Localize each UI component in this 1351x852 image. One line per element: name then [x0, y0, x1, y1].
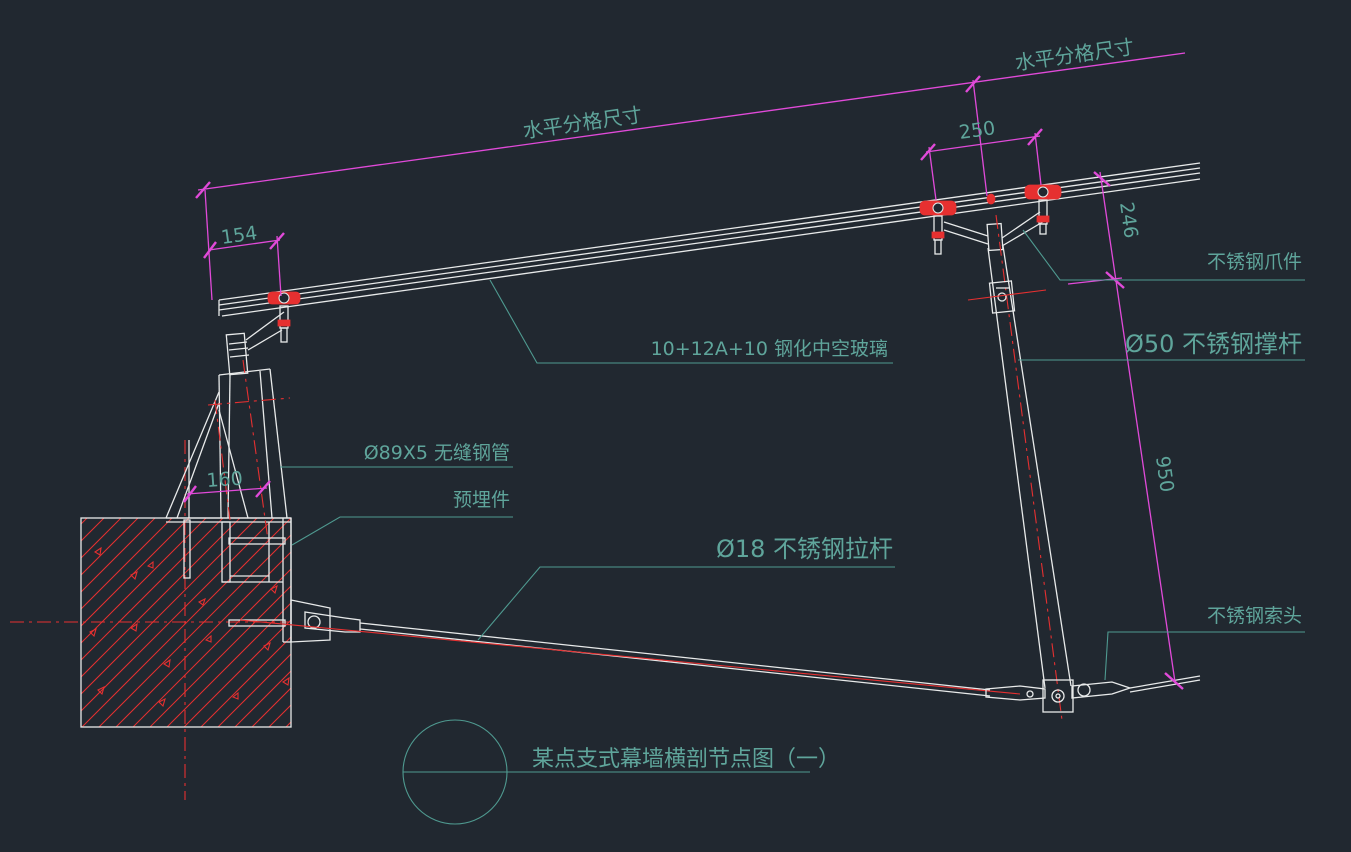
hatch-line — [81, 518, 291, 727]
hatch-line — [217, 653, 291, 727]
label-pipe: Ø89X5 无缝钢管 — [364, 442, 510, 464]
tie-rod — [239, 599, 1046, 701]
drawing-title: 某点支式幕墙横剖节点图（一） — [532, 747, 840, 772]
hatch-line — [81, 518, 173, 610]
hatch-line — [81, 518, 122, 559]
dimension-lines — [183, 52, 1186, 690]
dim-160: 160 — [206, 468, 244, 492]
left-bracket — [165, 311, 292, 643]
hatch-line — [81, 518, 241, 678]
hatch-line — [200, 636, 291, 727]
dim-950: 950 — [1151, 455, 1178, 494]
dim-250: 250 — [958, 117, 997, 144]
label-embed: 预埋件 — [453, 489, 510, 511]
label-cable-head: 不锈钢索头 — [1207, 605, 1302, 627]
hatch-line — [337, 518, 546, 727]
dim-154: 154 — [220, 222, 259, 249]
claw-fittings — [267, 184, 1062, 343]
hatch-line — [251, 687, 291, 727]
label-tie-rod: Ø18 不锈钢拉杆 — [716, 535, 893, 563]
hatch-line — [234, 670, 291, 727]
label-glass: 10+12A+10 钢化中空玻璃 — [651, 338, 888, 360]
hatch-line — [285, 721, 291, 727]
hatch-line — [268, 704, 291, 727]
leader-lines — [280, 229, 1305, 825]
dim-246: 246 — [1115, 201, 1142, 240]
label-strut: Ø50 不锈钢撑杆 — [1125, 330, 1302, 358]
annotation-labels: 不锈钢爪件 10+12A+10 钢化中空玻璃 Ø50 不锈钢撑杆 Ø89X5 无… — [364, 251, 1302, 772]
hatch-line — [303, 518, 512, 727]
right-strut — [943, 211, 1201, 721]
label-claw: 不锈钢爪件 — [1207, 251, 1302, 273]
concrete-wall — [10, 440, 546, 800]
dimension-texts: 水平分格尺寸 水平分格尺寸 154 250 246 160 950 — [206, 34, 1178, 493]
hatch-line — [320, 518, 529, 727]
hatch-line — [81, 518, 139, 576]
hatch-line — [81, 518, 156, 593]
